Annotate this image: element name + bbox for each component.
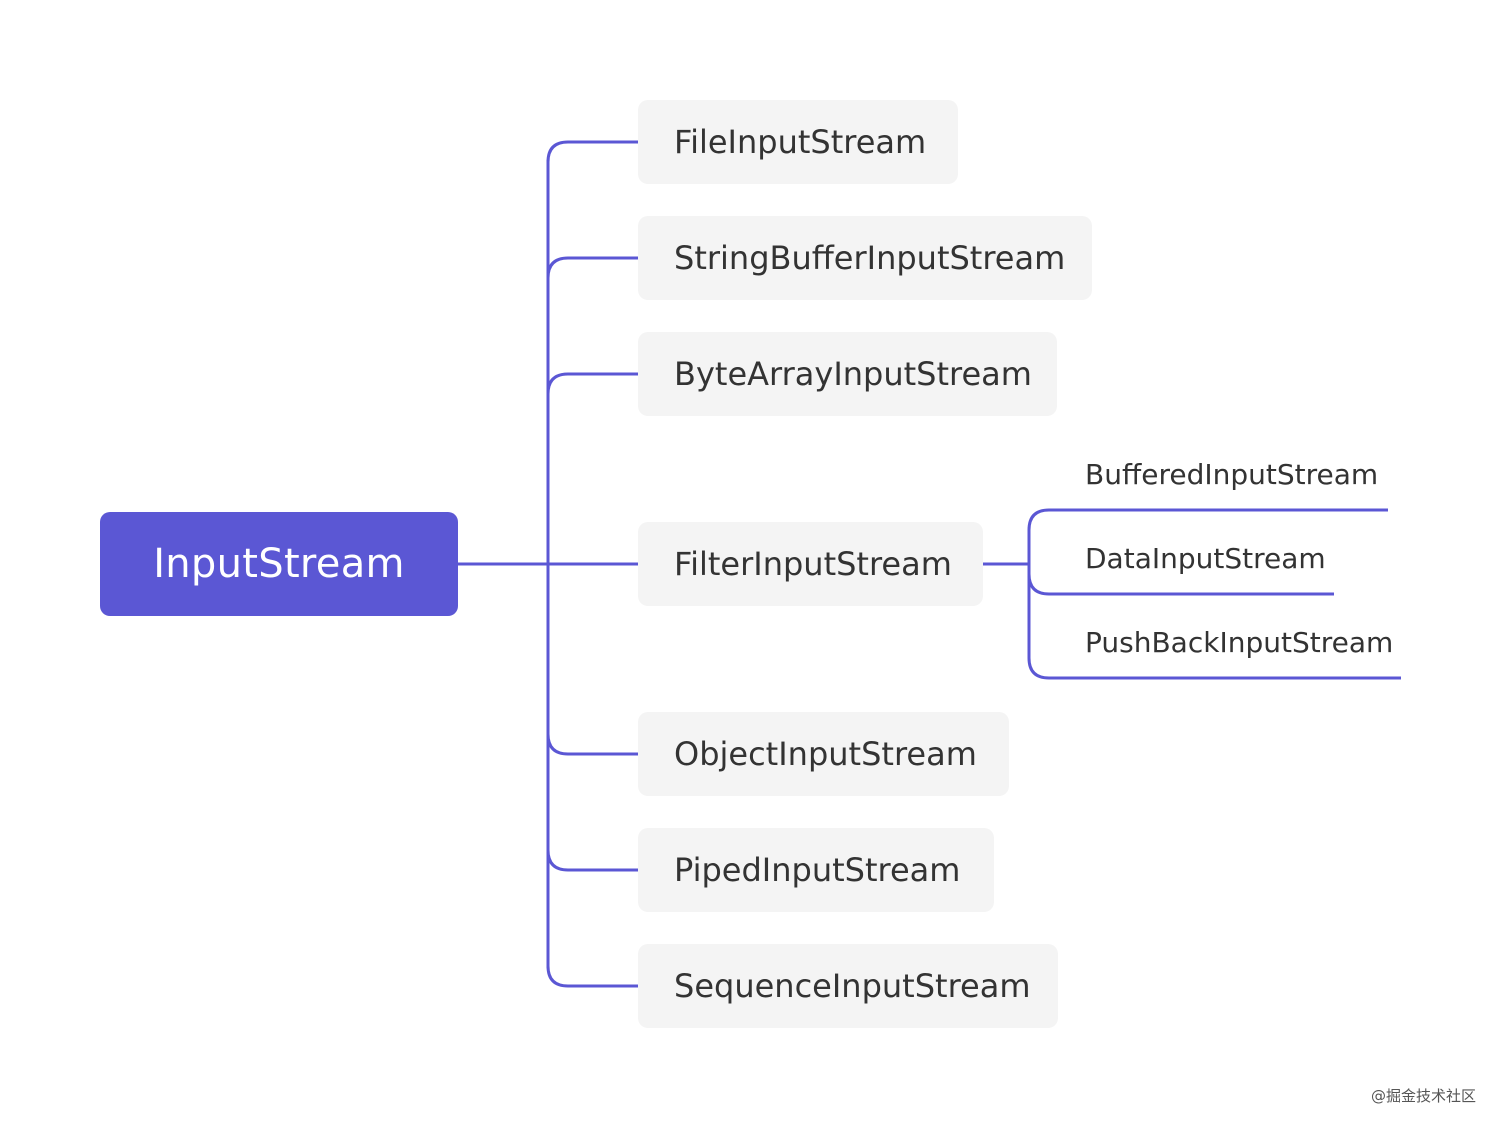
branch-file [546, 140, 638, 163]
root-node-label: InputStream [153, 541, 405, 587]
node-label: FileInputStream [674, 123, 927, 161]
root-node-inputstream: InputStream [100, 512, 458, 616]
node-filterinputstream: FilterInputStream [638, 522, 983, 606]
watermark: @掘金技术社区 [1370, 1087, 1476, 1105]
sub-branch-buffered [1027, 508, 1388, 531]
branch-sequence [546, 965, 638, 988]
node-sequenceinputstream: SequenceInputStream [638, 944, 1058, 1028]
node-label: PipedInputStream [674, 851, 961, 889]
branch-stringbuffer [546, 256, 638, 279]
branch-object [546, 733, 638, 756]
node-objectinputstream: ObjectInputStream [638, 712, 1009, 796]
subnode-bufferedinputstream: BufferedInputStream [1085, 458, 1379, 491]
branch-piped [546, 849, 638, 872]
node-label: ByteArrayInputStream [674, 355, 1032, 393]
sub-branch-data [1027, 573, 1334, 596]
subnode-datainputstream: DataInputStream [1085, 542, 1326, 575]
node-label: ObjectInputStream [674, 735, 977, 773]
node-fileinputstream: FileInputStream [638, 100, 958, 184]
node-label: StringBufferInputStream [674, 239, 1066, 277]
node-stringbufferinputstream: StringBufferInputStream [638, 216, 1092, 300]
sub-branch-pushback [1027, 657, 1401, 680]
node-label: SequenceInputStream [674, 967, 1031, 1005]
node-bytearrayinputstream: ByteArrayInputStream [638, 332, 1057, 416]
node-pipedinputstream: PipedInputStream [638, 828, 994, 912]
branch-bytearray [546, 372, 638, 395]
node-label: FilterInputStream [674, 545, 952, 583]
subnode-pushbackinputstream: PushBackInputStream [1085, 626, 1394, 659]
